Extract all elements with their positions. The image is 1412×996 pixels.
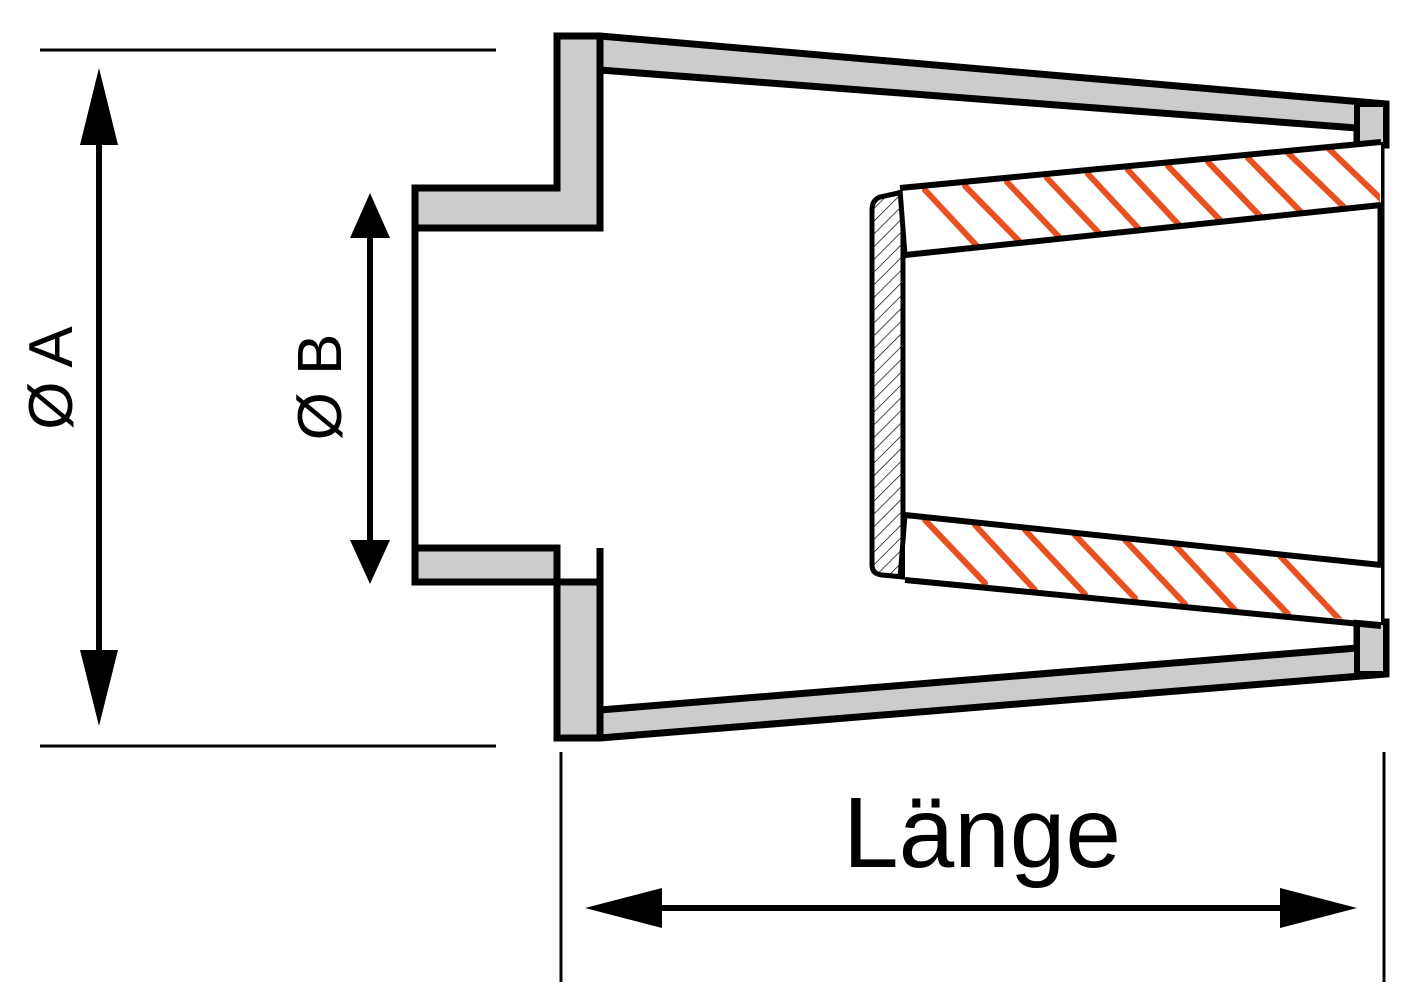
diameter-a-arrow-up	[80, 68, 118, 145]
upper-wall	[411, 32, 1390, 232]
length-dimension: Länge	[585, 777, 1357, 928]
inner-insert	[869, 139, 1382, 629]
lower-end-cap	[1354, 619, 1389, 677]
extension-lines	[40, 48, 1386, 982]
length-label: Länge	[843, 777, 1121, 889]
length-arrow-left	[585, 888, 662, 928]
upper-end-cap	[1354, 101, 1389, 148]
diameter-a-dimension: Ø A	[17, 68, 118, 726]
lower-thread-band	[905, 515, 1381, 622]
diameter-b-dimension: Ø B	[286, 193, 390, 584]
diameter-b-arrow-up	[350, 193, 390, 238]
diameter-b-arrow-down	[350, 540, 390, 584]
length-arrow-right	[1280, 888, 1357, 928]
diameter-a-label: Ø A	[17, 326, 86, 430]
diameter-b-label: Ø B	[286, 334, 355, 441]
diameter-a-arrow-down	[80, 650, 118, 726]
hatched-cap	[869, 188, 906, 580]
